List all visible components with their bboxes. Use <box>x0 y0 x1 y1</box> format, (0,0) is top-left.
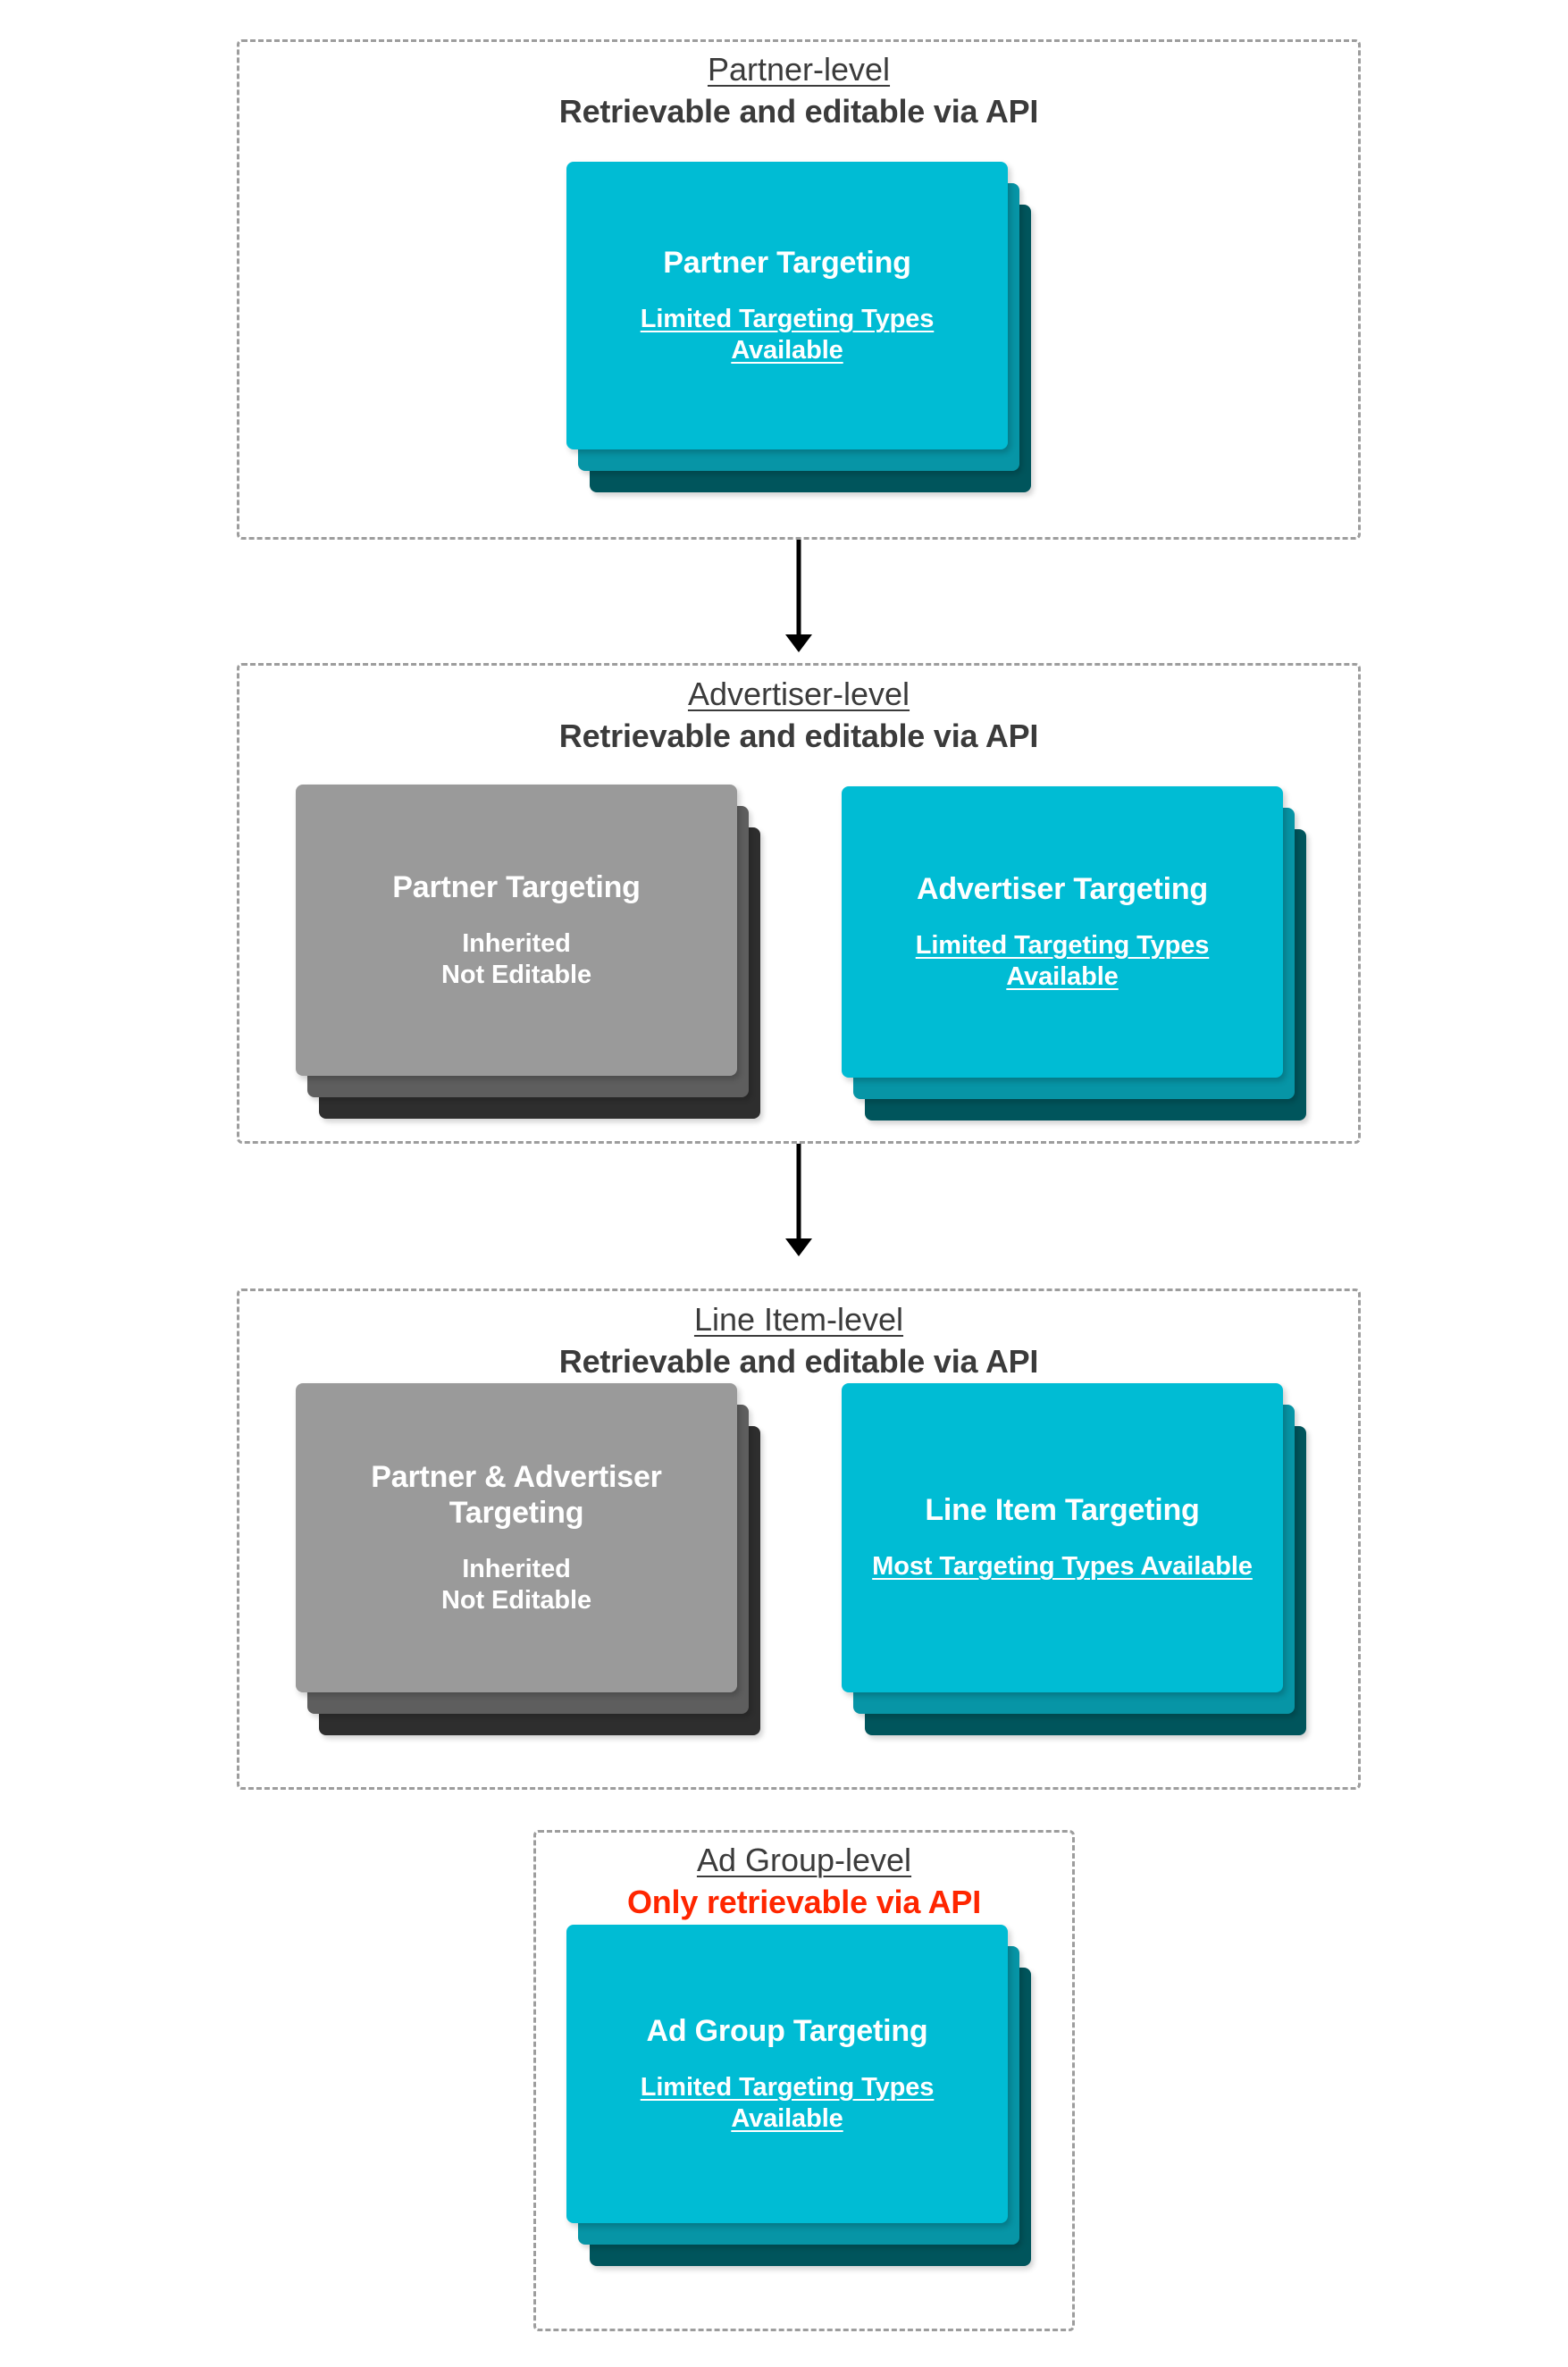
card-subtitle-partner-targeting: Limited Targeting Types Available <box>640 304 935 365</box>
level-api-note-advertiser: Retrievable and editable via API <box>558 718 1039 755</box>
card-title-ad-group-targeting: Ad Group Targeting <box>646 2013 928 2048</box>
card-partner-targeting-inherited[interactable]: Partner Targeting Inherited Not Editable <box>296 785 737 1076</box>
level-heading-line-item: Line Item-level Retrievable and editable… <box>237 1300 1361 1381</box>
card-title-partner-targeting: Partner Targeting <box>663 245 911 280</box>
level-api-note-partner: Retrievable and editable via API <box>558 93 1039 130</box>
card-stack-partner-advertiser-targeting-inherited: Partner & Advertiser Targeting Inherited… <box>296 1383 760 1741</box>
level-api-note-ad-group: Only retrievable via API <box>626 1884 982 1921</box>
arrow-partner-to-advertiser <box>772 540 826 652</box>
level-container-line-item <box>237 1288 1361 1790</box>
card-subtitle-line-item-targeting: Most Targeting Types Available <box>872 1552 1253 1582</box>
arrow-advertiser-to-line-item <box>772 1144 826 1256</box>
arrow-shaft <box>796 540 801 636</box>
card-stack-advertiser-targeting: Advertiser Targeting Limited Targeting T… <box>842 786 1306 1126</box>
card-subtitle-partner-advertiser-targeting-inherited: Inherited Not Editable <box>441 1554 591 1616</box>
card-stack-ad-group-targeting: Ad Group Targeting Limited Targeting Typ… <box>566 1925 1031 2273</box>
arrow-shaft <box>796 1144 801 1240</box>
level-title-line-item: Line Item-level <box>693 1301 904 1338</box>
level-container-partner <box>237 39 1361 540</box>
level-heading-advertiser: Advertiser-level Retrievable and editabl… <box>237 675 1361 755</box>
card-title-partner-targeting-inherited: Partner Targeting <box>392 869 641 904</box>
arrow-head <box>785 1238 812 1256</box>
card-stack-line-item-targeting: Line Item Targeting Most Targeting Types… <box>842 1383 1306 1741</box>
card-subtitle-ad-group-targeting: Limited Targeting Types Available <box>640 2072 935 2134</box>
level-title-advertiser: Advertiser-level <box>687 676 910 712</box>
card-advertiser-targeting[interactable]: Advertiser Targeting Limited Targeting T… <box>842 786 1283 1078</box>
level-heading-ad-group: Ad Group-level Only retrievable via API <box>533 1841 1075 1921</box>
card-ad-group-targeting[interactable]: Ad Group Targeting Limited Targeting Typ… <box>566 1925 1008 2223</box>
card-title-advertiser-targeting: Advertiser Targeting <box>916 871 1208 906</box>
card-title-partner-advertiser-targeting-inherited: Partner & Advertiser Targeting <box>371 1459 662 1530</box>
card-stack-partner-targeting-inherited: Partner Targeting Inherited Not Editable <box>296 785 760 1124</box>
level-title-partner: Partner-level <box>707 51 891 88</box>
level-container-advertiser <box>237 663 1361 1144</box>
arrow-head <box>785 634 812 652</box>
level-title-ad-group: Ad Group-level <box>696 1842 912 1878</box>
level-container-ad-group <box>533 1830 1075 2331</box>
card-stack-partner-targeting: Partner Targeting Limited Targeting Type… <box>566 162 1031 492</box>
card-subtitle-advertiser-targeting: Limited Targeting Types Available <box>915 930 1210 992</box>
card-partner-advertiser-targeting-inherited[interactable]: Partner & Advertiser Targeting Inherited… <box>296 1383 737 1692</box>
card-line-item-targeting[interactable]: Line Item Targeting Most Targeting Types… <box>842 1383 1283 1692</box>
card-subtitle-partner-targeting-inherited: Inherited Not Editable <box>441 928 591 990</box>
level-heading-partner: Partner-level Retrievable and editable v… <box>237 50 1361 130</box>
card-partner-targeting[interactable]: Partner Targeting Limited Targeting Type… <box>566 162 1008 449</box>
level-api-note-line-item: Retrievable and editable via API <box>558 1343 1039 1381</box>
card-title-line-item-targeting: Line Item Targeting <box>925 1493 1200 1528</box>
